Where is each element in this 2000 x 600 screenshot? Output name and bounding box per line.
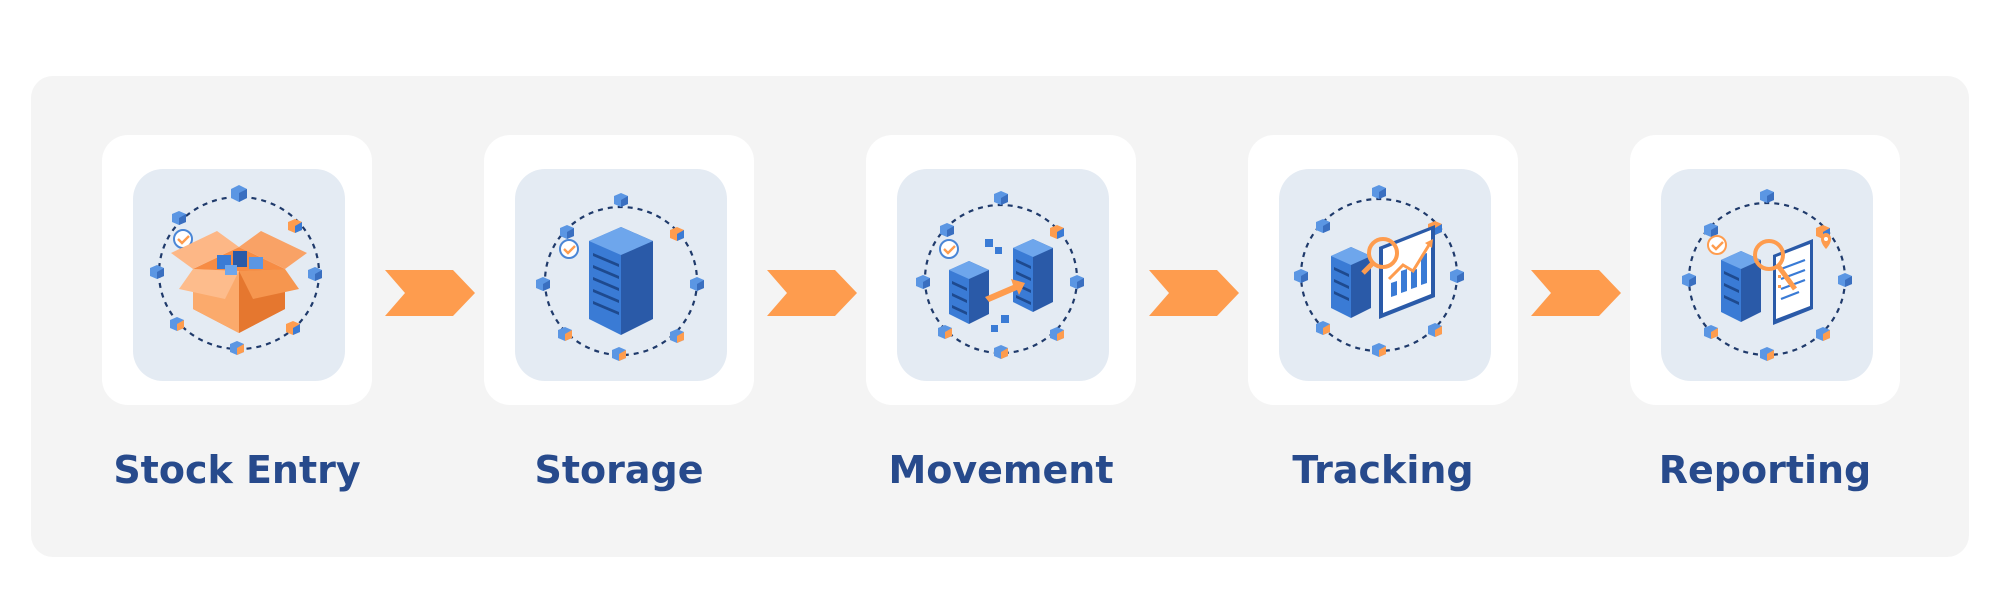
step-label: Storage <box>534 448 704 492</box>
server-transfer-icon <box>916 191 1084 359</box>
step-label: Movement <box>888 448 1114 492</box>
step-card <box>102 135 372 405</box>
step-card <box>866 135 1136 405</box>
step-label: Stock Entry <box>113 448 361 492</box>
process-panel: Stock Entry <box>31 76 1969 557</box>
icon-tile <box>1279 169 1491 381</box>
chevron-arrow-icon <box>767 270 857 316</box>
chevron-arrow-icon <box>385 270 475 316</box>
server-report-icon <box>1682 189 1852 361</box>
icon-tile <box>515 169 727 381</box>
step-card <box>484 135 754 405</box>
chevron-arrow-icon <box>1149 270 1239 316</box>
icon-tile <box>133 169 345 381</box>
server-chart-icon <box>1294 185 1464 357</box>
icon-tile <box>1661 169 1873 381</box>
step-card <box>1248 135 1518 405</box>
server-rack-icon <box>536 193 704 361</box>
open-box-icon <box>150 185 322 355</box>
step-card <box>1630 135 1900 405</box>
icon-tile <box>897 169 1109 381</box>
chevron-arrow-icon <box>1531 270 1621 316</box>
step-label: Reporting <box>1658 448 1872 492</box>
step-label: Tracking <box>1292 448 1474 492</box>
